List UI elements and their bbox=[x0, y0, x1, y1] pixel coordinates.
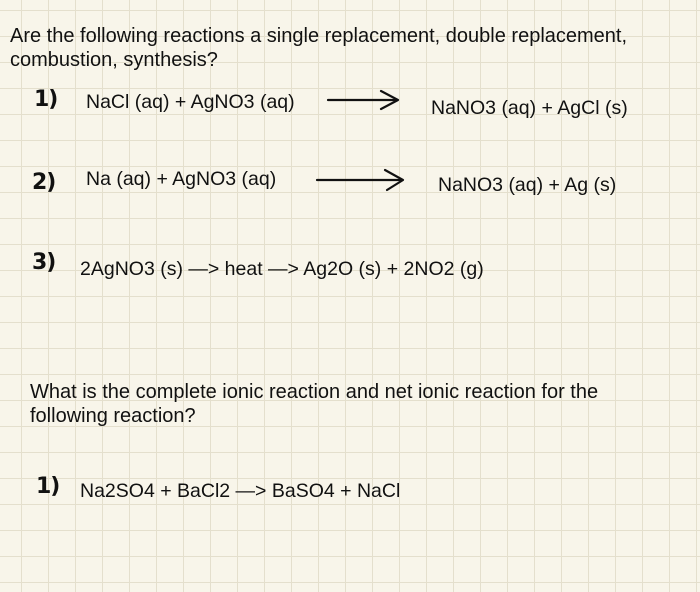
reaction-number-1: 1) bbox=[34, 87, 58, 112]
reaction-2-reactants: Na (aq) + AgNO3 (aq) bbox=[86, 168, 277, 190]
question-2-line-2: following reaction? bbox=[30, 405, 196, 427]
ionic-reaction-equation: Na2SO4 + BaCl2 —> BaSO4 + NaCl bbox=[80, 480, 401, 502]
question-2-line-1: What is the complete ionic reaction and … bbox=[30, 381, 599, 403]
reaction-number-3: 3) bbox=[32, 250, 56, 275]
reaction-number-2: 2) bbox=[32, 170, 56, 195]
reaction-1-reactants: NaCl (aq) + AgNO3 (aq) bbox=[86, 91, 295, 113]
reaction-2-products: NaNO3 (aq) + Ag (s) bbox=[438, 174, 617, 196]
reaction-1-products: NaNO3 (aq) + AgCl (s) bbox=[431, 97, 628, 119]
reaction-3-equation: 2AgNO3 (s) —> heat —> Ag2O (s) + 2NO2 (g… bbox=[80, 258, 484, 280]
reaction-2-arrow-icon bbox=[315, 168, 405, 192]
reaction-1-arrow-icon bbox=[326, 89, 400, 111]
ionic-reaction-number-1: 1) bbox=[36, 474, 60, 499]
question-1-line-1: Are the following reactions a single rep… bbox=[10, 25, 628, 47]
question-1-line-2: combustion, synthesis? bbox=[10, 49, 218, 71]
